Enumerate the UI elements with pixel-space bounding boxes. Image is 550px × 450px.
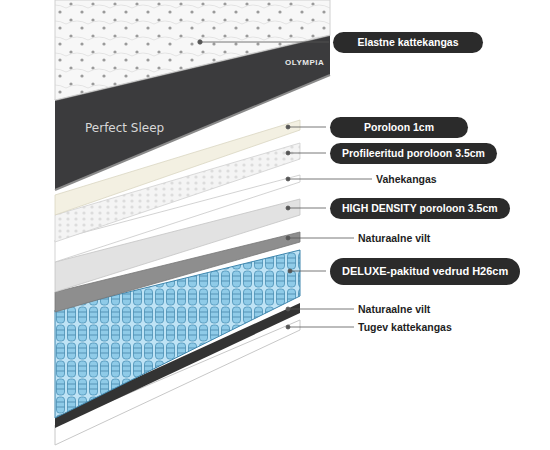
callout-text: Poroloon 1cm — [342, 121, 456, 134]
callout-pill: Poroloon 1cm — [330, 117, 468, 138]
callout-pill: Profileeritud poroloon 3.5cm — [330, 143, 497, 164]
layer-label: Naturaalne vilt — [358, 232, 430, 245]
callout-text: Profileeritud poroloon 3.5cm — [342, 147, 485, 160]
layer-label: Vahekangas — [376, 173, 437, 186]
callout-pill: Elastne kattekangas — [333, 32, 483, 53]
callout-pill: DELUXE-pakitud vedrud H26cm — [330, 258, 520, 285]
callout-text: HIGH DENSITY poroloon 3.5cm — [342, 202, 498, 215]
callout-pill: HIGH DENSITY poroloon 3.5cm — [330, 198, 510, 219]
brand-logo: Perfect Sleep — [85, 122, 164, 135]
callout-text: DELUXE-pakitud vedrud H26cm — [342, 265, 508, 278]
brand-label: OLYMPIA — [285, 56, 324, 69]
layer-label: Naturaalne vilt — [358, 303, 430, 316]
callout-text: Elastne kattekangas — [345, 36, 471, 49]
layer-label: Tugev kattekangas — [358, 321, 452, 334]
